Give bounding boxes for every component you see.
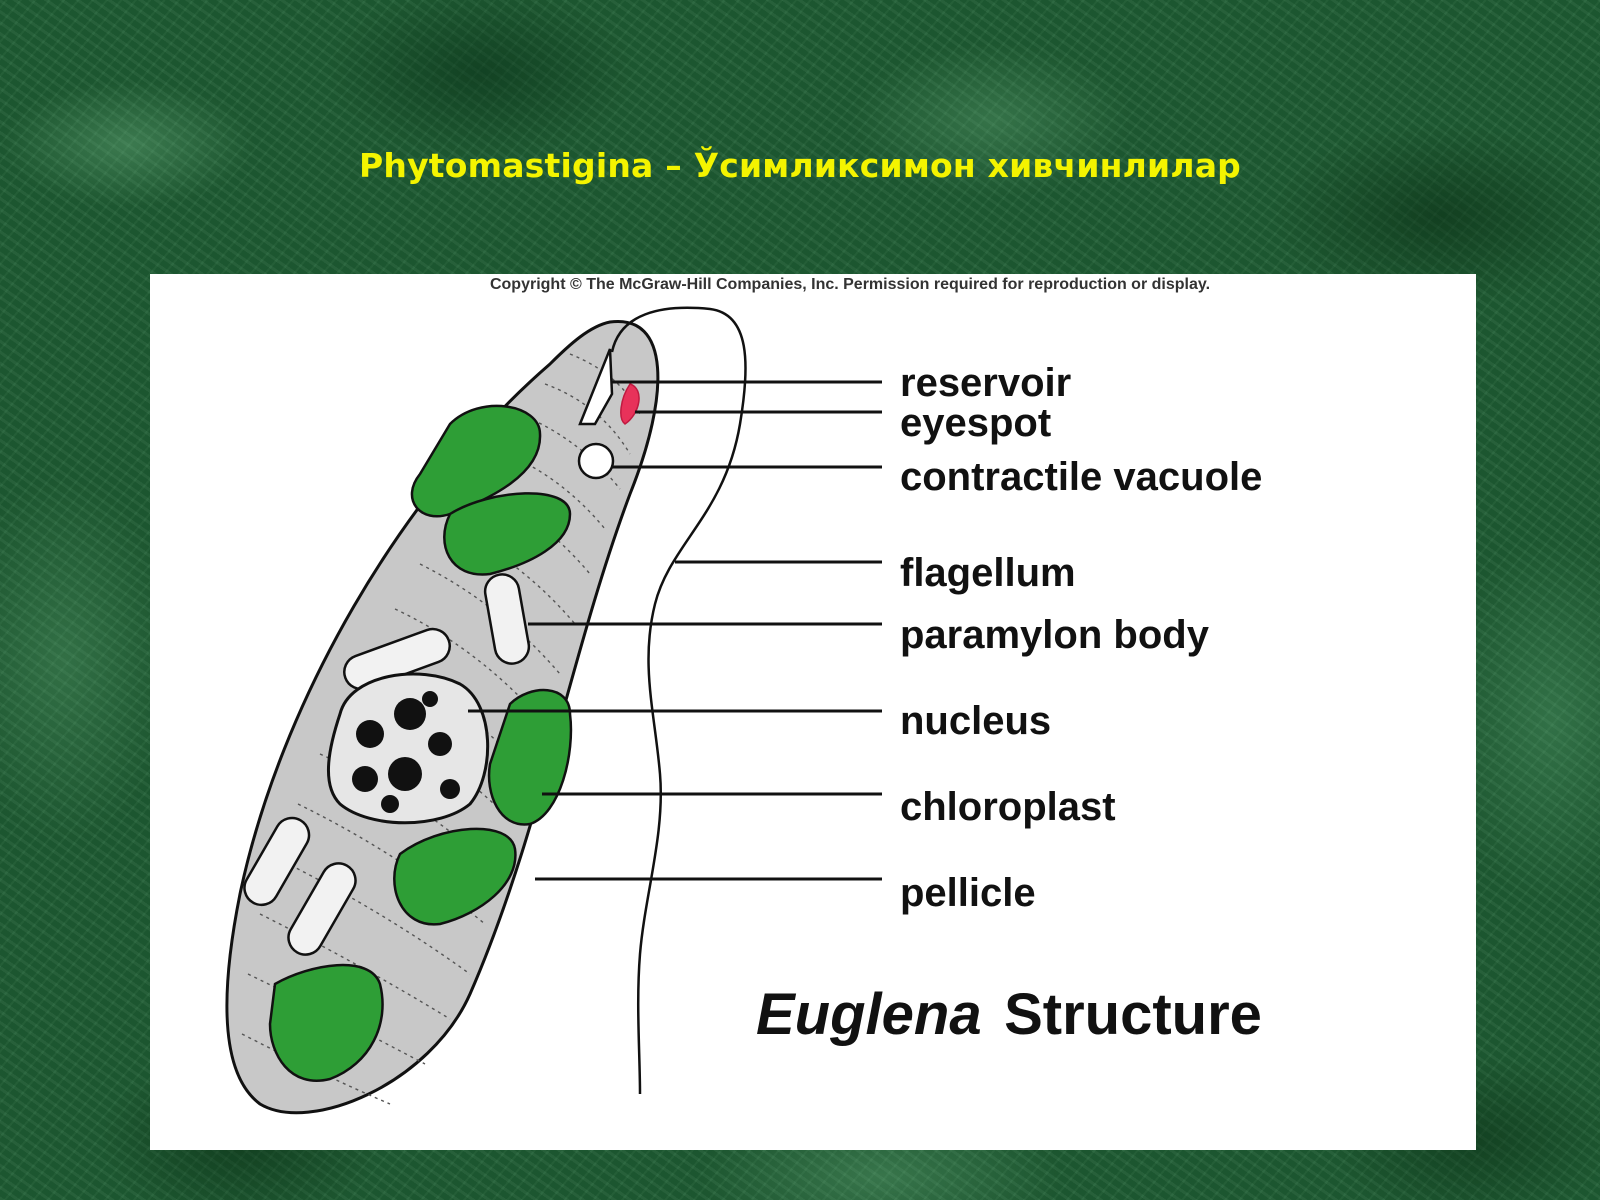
label-eyespot: eyespot <box>900 401 1051 445</box>
contractile-vacuole <box>577 442 615 480</box>
label-contractile-vacuole: contractile vacuole <box>900 455 1262 499</box>
eyespot <box>620 383 640 425</box>
chloroplasts <box>268 404 573 1082</box>
diagram-figure: Copyright © The McGraw-Hill Companies, I… <box>150 274 1476 1150</box>
label-nucleus: nucleus <box>900 699 1051 743</box>
nucleus <box>327 672 490 825</box>
label-reservoir: reservoir <box>900 361 1071 405</box>
nucleus-chromatin <box>352 691 460 813</box>
leader-lines <box>468 380 882 881</box>
flagellum <box>610 306 747 1095</box>
slide-title: Phytomastigina – Ўсимликсимон хивчинлила… <box>358 146 1242 185</box>
caption-genus: Euglena <box>756 982 982 1047</box>
euglena-diagram: reservoir eyespot contractile vacuole fl… <box>225 306 1262 1115</box>
copyright-notice: Copyright © The McGraw-Hill Companies, I… <box>489 276 1211 293</box>
label-pellicle: pellicle <box>900 871 1036 915</box>
label-chloroplast: chloroplast <box>900 785 1116 829</box>
paramylon-bodies <box>243 573 531 956</box>
reservoir <box>578 348 614 426</box>
label-paramylon-body: paramylon body <box>900 613 1210 657</box>
caption-structure: Structure <box>1004 982 1262 1047</box>
label-flagellum: flagellum <box>900 551 1076 595</box>
diagram-caption: Euglena Structure <box>756 982 1262 1047</box>
